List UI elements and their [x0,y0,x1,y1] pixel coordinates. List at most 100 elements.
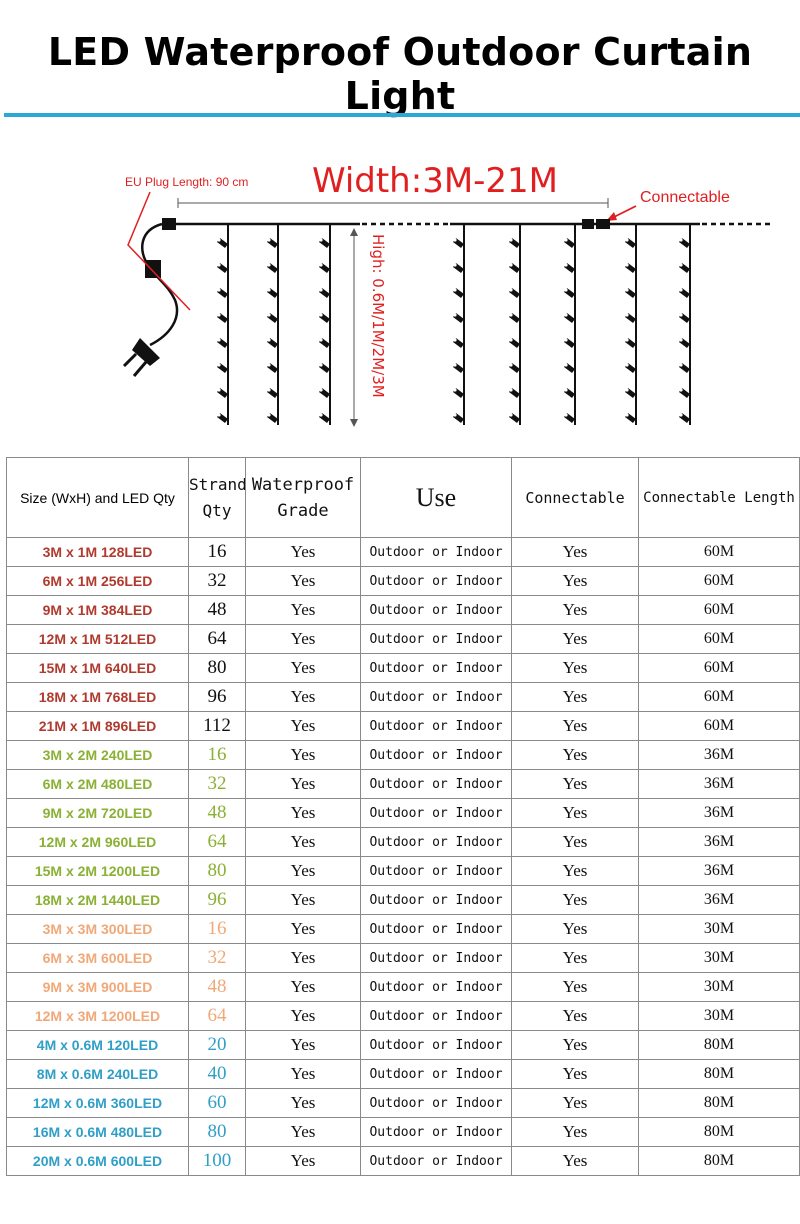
cell-strand-qty: 32 [188,943,246,973]
cell-waterproof: Yes [245,1030,361,1060]
cell-waterproof: Yes [245,653,361,683]
header-strand-line1: Strand [189,474,246,494]
led-lens [509,413,513,417]
cell-use: Outdoor or Indoor [360,624,512,654]
cell-strand-qty: 112 [188,711,246,741]
cell-size: 12M x 0.6M 360LED [6,1088,189,1118]
led-lens [564,338,568,342]
plug-cable [140,222,179,347]
led-lens [453,363,457,367]
led-lens [679,238,683,242]
cell-strand-qty: 48 [188,595,246,625]
cell-size: 4M x 0.6M 120LED [6,1030,189,1060]
cell-connectable: Yes [511,1088,639,1118]
cell-connectable-length: 60M [638,595,800,625]
cell-waterproof: Yes [245,537,361,567]
header-connectable-length: Connectable Length [638,457,800,538]
cell-use: Outdoor or Indoor [360,769,512,799]
cell-use: Outdoor or Indoor [360,943,512,973]
connector-plug-female [596,219,610,229]
cell-connectable: Yes [511,537,639,567]
connectable-arrow [611,205,637,219]
cell-connectable-length: 30M [638,1001,800,1031]
plug-length-label: EU Plug Length: 90 cm [125,175,248,189]
led-lens [509,263,513,267]
cell-strand-qty: 32 [188,769,246,799]
cell-use: Outdoor or Indoor [360,740,512,770]
led-lens [625,338,629,342]
cell-strand-qty: 80 [188,1117,246,1147]
led-lens [319,288,323,292]
led-lens [267,413,271,417]
led-lens [217,288,221,292]
cell-connectable-length: 36M [638,740,800,770]
cell-connectable: Yes [511,740,639,770]
table-header-row: Size (WxH) and LED Qty Strand Qty Waterp… [6,457,800,538]
cell-connectable: Yes [511,711,639,741]
cell-connectable-length: 30M [638,972,800,1002]
cell-strand-qty: 48 [188,798,246,828]
led-lens [217,338,221,342]
cell-connectable-length: 80M [638,1030,800,1060]
led-lens [625,363,629,367]
height-arrow-bottom [350,419,358,427]
cell-use: Outdoor or Indoor [360,856,512,886]
cell-use: Outdoor or Indoor [360,1059,512,1089]
connectable-label: Connectable [640,189,730,206]
cell-strand-qty: 48 [188,972,246,1002]
led-lens [509,388,513,392]
eu-plug-icon [132,338,160,366]
cell-waterproof: Yes [245,856,361,886]
led-lens [267,263,271,267]
cell-connectable: Yes [511,827,639,857]
cell-strand-qty: 32 [188,566,246,596]
cell-waterproof: Yes [245,769,361,799]
led-lens [319,363,323,367]
cell-size: 9M x 3M 900LED [6,972,189,1002]
cell-connectable-length: 60M [638,537,800,567]
led-lens [319,388,323,392]
cell-use: Outdoor or Indoor [360,595,512,625]
cell-strand-qty: 16 [188,914,246,944]
cell-waterproof: Yes [245,1146,361,1176]
page-title: LED Waterproof Outdoor Curtain Light [47,30,753,118]
cell-use: Outdoor or Indoor [360,1117,512,1147]
led-lens [217,363,221,367]
cell-strand-qty: 60 [188,1088,246,1118]
led-lens [625,413,629,417]
led-lens [217,238,221,242]
cell-use: Outdoor or Indoor [360,1146,512,1176]
led-lens [217,388,221,392]
cell-connectable-length: 60M [638,682,800,712]
cell-connectable: Yes [511,1146,639,1176]
cell-waterproof: Yes [245,827,361,857]
led-lens [509,313,513,317]
led-lens [679,288,683,292]
led-lens [564,238,568,242]
plug-pin-1 [122,352,138,368]
cell-size: 18M x 1M 768LED [6,682,189,712]
connectable-arrowhead [606,212,617,221]
cell-strand-qty: 64 [188,624,246,654]
led-lens [217,313,221,317]
cell-size: 6M x 3M 600LED [6,943,189,973]
cell-connectable: Yes [511,914,639,944]
cell-connectable-length: 36M [638,769,800,799]
plug-pointer-line [127,191,191,311]
cable-connector [162,218,176,230]
cell-connectable: Yes [511,1117,639,1147]
cell-waterproof: Yes [245,1088,361,1118]
cell-waterproof: Yes [245,711,361,741]
connector-plug-male [582,219,594,229]
cell-strand-qty: 64 [188,1001,246,1031]
specification-table: Size (WxH) and LED Qty Strand Qty Waterp… [6,457,800,1176]
cell-use: Outdoor or Indoor [360,682,512,712]
header-waterproof-line1: Waterproof [251,474,355,495]
width-label: Width:3M-21M [312,161,558,201]
